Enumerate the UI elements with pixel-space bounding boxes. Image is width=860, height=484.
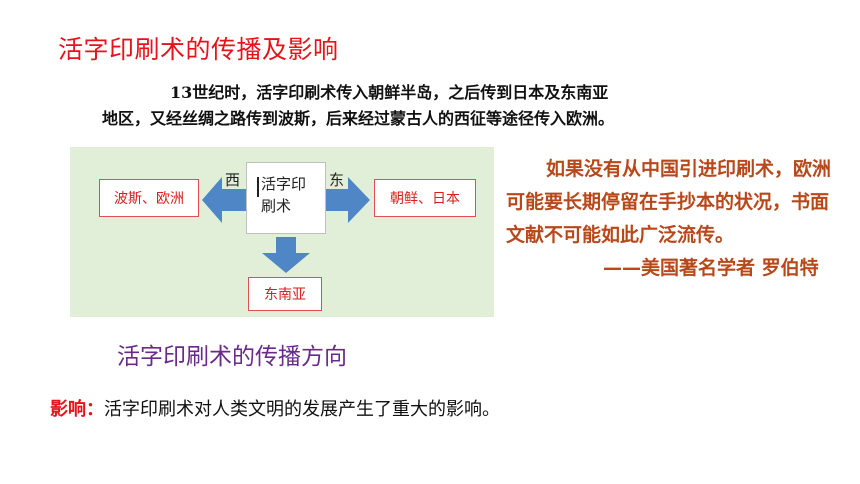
center-label-2: 刷术 — [261, 197, 292, 215]
box-persia-europe-label: 波斯、欧洲 — [114, 191, 184, 207]
direction-east: 东 — [329, 171, 345, 189]
arrow-south — [262, 237, 310, 273]
arrow-west — [202, 177, 246, 223]
quote-line-1: 如果没有从中国引进印刷术，欧洲 — [546, 158, 832, 180]
impact-statement: 影响：活字印刷术对人类文明的发展产生了重大的影响。 — [50, 395, 500, 421]
text-cursor — [257, 177, 259, 197]
direction-west: 西 — [225, 171, 241, 189]
box-southeast-asia-label: 东南亚 — [264, 287, 306, 303]
impact-label: 影响： — [50, 399, 104, 420]
center-label-1: 活字印 — [261, 175, 307, 193]
box-persia-europe: 波斯、欧洲 — [99, 179, 199, 217]
page-title: 活字印刷术的传播及影响 — [58, 35, 339, 64]
spread-diagram: 波斯、欧洲 朝鲜、日本 东南亚 活字印 刷术 西 东 — [70, 147, 494, 317]
intro-line-2: 地区，又经丝绸之路传到波斯，后来经过蒙古人的西征等途径传入欧洲。 — [102, 109, 615, 128]
intro-paragraph: 13世纪时，活字印刷术传入朝鲜半岛，之后传到日本及东南亚 地区，又经丝绸之路传到… — [102, 80, 802, 132]
box-korea-japan: 朝鲜、日本 — [374, 179, 476, 217]
quote-block: 如果没有从中国引进印刷术，欧洲 可能要长期停留在手抄本的状况，书面 文献不可能如… — [506, 153, 851, 285]
box-korea-japan-label: 朝鲜、日本 — [390, 191, 460, 207]
quote-line-2: 可能要长期停留在手抄本的状况，书面 — [506, 191, 830, 213]
quote-line-3: 文献不可能如此广泛流传。 — [506, 224, 735, 246]
box-movable-type: 活字印 刷术 — [246, 162, 326, 234]
intro-line-1: 13世纪时，活字印刷术传入朝鲜半岛，之后传到日本及东南亚 — [170, 83, 609, 102]
diagram-caption: 活字印刷术的传播方向 — [117, 344, 347, 370]
box-southeast-asia: 东南亚 — [248, 277, 322, 311]
arrow-east — [324, 177, 370, 223]
impact-text: 活字印刷术对人类文明的发展产生了重大的影响。 — [104, 399, 500, 420]
diagram-arrows — [202, 177, 370, 273]
quote-attribution: ——美国著名学者 罗伯特 — [603, 257, 819, 279]
